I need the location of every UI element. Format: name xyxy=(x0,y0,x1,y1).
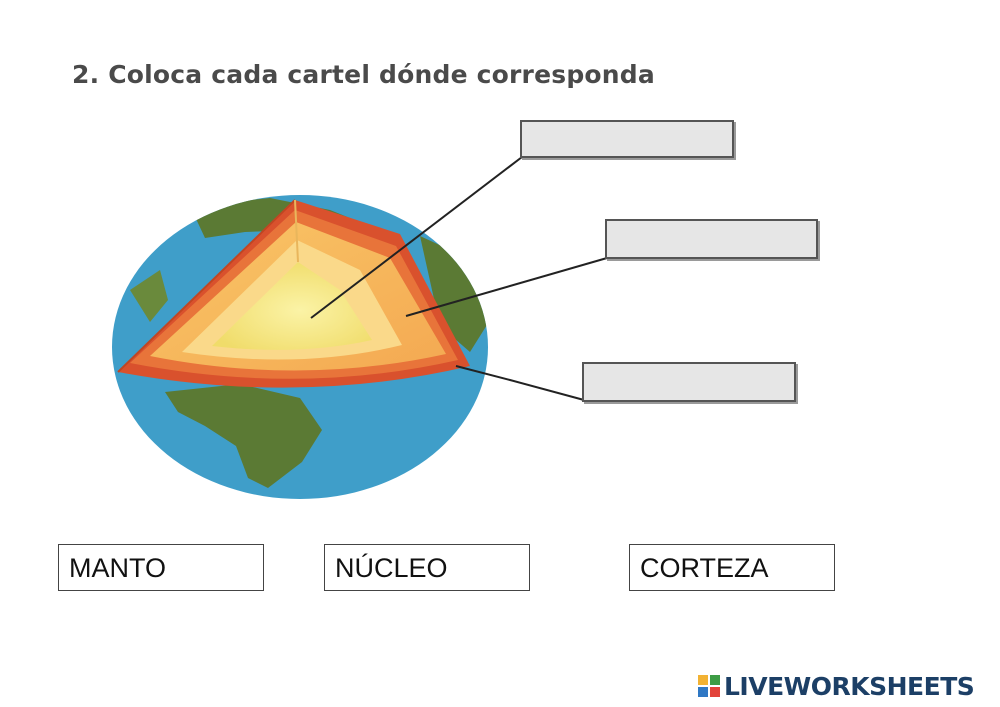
word-card-manto[interactable]: MANTO xyxy=(58,544,264,591)
earth-cutaway xyxy=(117,199,470,388)
continent-west xyxy=(130,270,168,322)
cut-edge-top xyxy=(294,199,299,263)
logo-text: LIVEWORKSHEETS xyxy=(724,671,975,701)
word-card-label: NÚCLEO xyxy=(335,553,448,583)
word-card-label: CORTEZA xyxy=(640,553,769,583)
drop-target-mantle[interactable] xyxy=(605,219,818,259)
liveworksheets-logo[interactable]: LIVEWORKSHEETS xyxy=(697,671,975,701)
drop-target-core[interactable] xyxy=(520,120,734,158)
cut-edge-left xyxy=(117,199,296,373)
word-card-label: MANTO xyxy=(69,553,167,583)
liveworksheets-logo-icon xyxy=(698,675,720,697)
continent-south-america xyxy=(165,384,322,488)
exercise-instruction: 2. Coloca cada cartel dónde corresponda xyxy=(72,60,655,89)
leader-line-core xyxy=(310,156,523,319)
inner-core-layer xyxy=(212,262,372,350)
word-card-nucleo[interactable]: NÚCLEO xyxy=(324,544,530,591)
drop-target-crust[interactable] xyxy=(582,362,796,402)
leader-lines xyxy=(310,156,608,401)
word-card-corteza[interactable]: CORTEZA xyxy=(629,544,835,591)
leader-line-crust xyxy=(455,365,585,401)
leader-line-mantle xyxy=(405,257,608,317)
